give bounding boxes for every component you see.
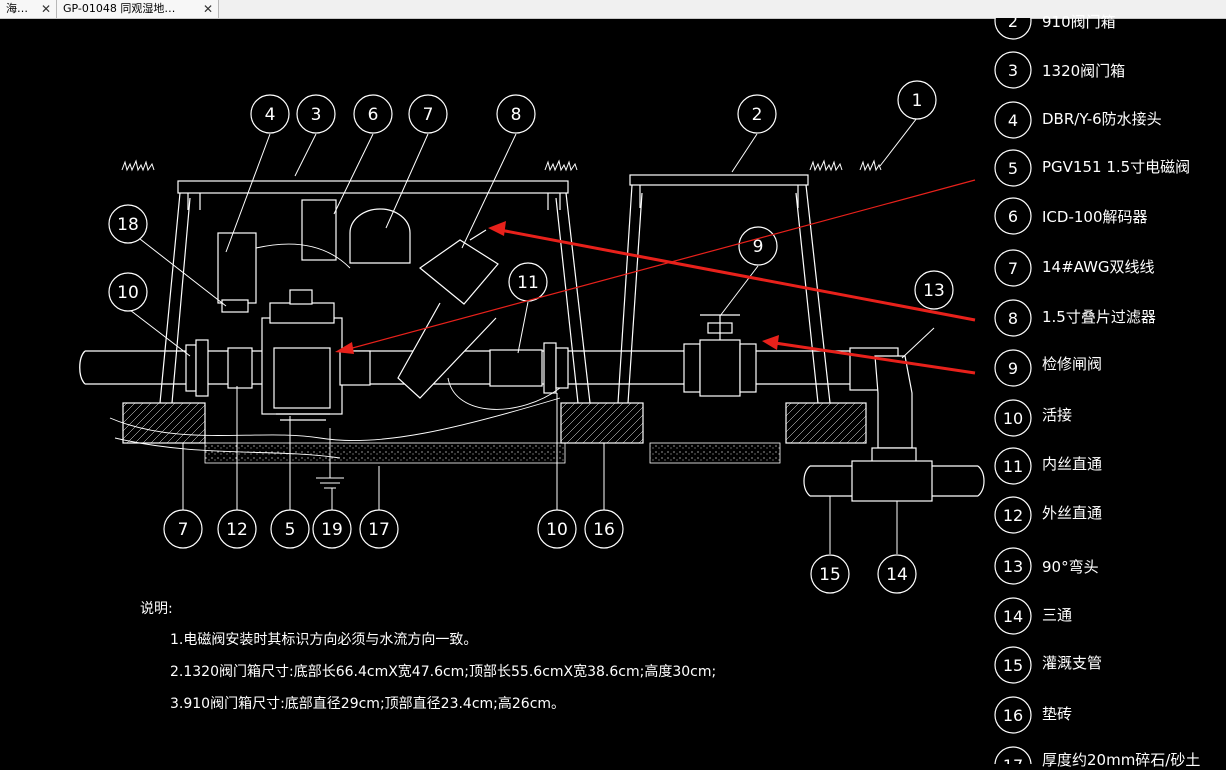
legend-number: 16 <box>1003 706 1023 725</box>
legend-item-text: 内丝直通 <box>1042 455 1103 473</box>
callout-label: 2 <box>752 105 763 125</box>
callout-15 <box>810 554 850 594</box>
callout-label: 14 <box>886 565 908 585</box>
callout-7-top <box>408 94 448 134</box>
note-line-2: 2.1320阀门箱尺寸:底部长66.4cmX宽47.6cm;顶部长55.6cmX… <box>170 664 717 680</box>
valve-box-910 <box>617 174 831 404</box>
callout-label: 6 <box>368 105 379 125</box>
legend-item-text: 垫砖 <box>1042 705 1073 723</box>
legend-item-text: 910阀门箱 <box>1042 13 1116 31</box>
support-bricks <box>122 402 867 444</box>
legend-item-text: 1320阀门箱 <box>1042 62 1126 80</box>
cad-drawing-canvas[interactable]: 4 3 6 7 8 2 1 18 10 11 9 13 7 12 5 19 17… <box>0 13 1226 769</box>
document-tab-bar: 海… ✕ GP-01048 同观湿地… ✕ <box>0 0 1226 19</box>
callout-13 <box>914 270 954 310</box>
tab-label: 海… <box>6 2 28 15</box>
callout-16 <box>584 509 624 549</box>
callout-6 <box>353 94 393 134</box>
legend-number: 8 <box>1008 309 1018 328</box>
pipe-fittings <box>185 339 899 397</box>
elbow-tee-branch <box>803 355 985 502</box>
tab-drawing-2[interactable]: GP-01048 同观湿地… ✕ <box>57 0 219 18</box>
decoder-and-filter <box>217 199 499 399</box>
legend-item-text: DBR/Y-6防水接头 <box>1042 110 1162 128</box>
callout-18 <box>108 204 148 244</box>
callout-label: 8 <box>511 105 522 125</box>
callout-4 <box>250 94 290 134</box>
legend-item-text: 14#AWG双线线 <box>1042 258 1155 276</box>
callout-17 <box>359 509 399 549</box>
legend-item-text: ICD-100解码器 <box>1042 208 1148 226</box>
callout-label: 3 <box>311 105 322 125</box>
callout-2 <box>737 94 777 134</box>
tab-label: GP-01048 同观湿地… <box>63 2 176 15</box>
legend-item-text: 1.5寸叠片过滤器 <box>1042 308 1156 326</box>
callout-label: 13 <box>923 281 945 301</box>
callout-label: 7 <box>423 105 434 125</box>
legend-item-text: 三通 <box>1042 606 1073 624</box>
ground-symbol <box>316 463 344 489</box>
legend-number: 10 <box>1003 409 1023 428</box>
callout-label: 15 <box>819 565 841 585</box>
callout-leaders <box>129 117 935 554</box>
notes-heading: 说明: <box>140 601 173 617</box>
legend-number: 11 <box>1003 457 1023 476</box>
callout-label: 5 <box>285 520 296 540</box>
legend-number: 15 <box>1003 656 1023 675</box>
gravel-layer <box>204 442 781 464</box>
callout-5 <box>270 509 310 549</box>
callout-label: 18 <box>117 215 139 235</box>
callout-7-bottom <box>163 509 203 549</box>
legend-item-text: 90°弯头 <box>1042 558 1099 576</box>
close-icon[interactable]: ✕ <box>40 2 51 16</box>
legend-item-text: 厚度约20mm碎石/砂土 <box>1042 751 1201 769</box>
tab-drawing-1[interactable]: 海… ✕ <box>0 0 57 18</box>
note-line-1: 1.电磁阀安装时其标识方向必须与水流方向一致。 <box>170 632 478 648</box>
legend-number: 12 <box>1003 506 1023 525</box>
legend-item-text: 外丝直通 <box>1042 504 1103 522</box>
legend-item-text: 检修闸阀 <box>1042 355 1103 373</box>
callout-label: 17 <box>368 520 390 540</box>
legend-number: 6 <box>1008 207 1018 226</box>
callout-label: 11 <box>517 273 539 293</box>
callout-label: 12 <box>226 520 248 540</box>
legend-number: 14 <box>1003 607 1023 626</box>
legend-number: 9 <box>1008 359 1018 378</box>
callout-19 <box>312 509 352 549</box>
callout-1 <box>897 80 937 120</box>
callout-8 <box>496 94 536 134</box>
callout-10-left <box>108 272 148 312</box>
close-icon[interactable]: ✕ <box>202 2 213 16</box>
legend-number: 3 <box>1008 61 1018 80</box>
callout-3 <box>296 94 336 134</box>
legend-number: 7 <box>1008 259 1018 278</box>
legend-number: 4 <box>1008 111 1018 130</box>
solenoid-valve <box>261 289 371 421</box>
legend-item-text: 活接 <box>1042 406 1073 424</box>
callout-12 <box>217 509 257 549</box>
callout-label: 9 <box>753 237 764 257</box>
callout-label: 19 <box>321 520 343 540</box>
legend-number: 2 <box>1008 18 1018 31</box>
legend-number: 5 <box>1008 159 1018 178</box>
callout-14 <box>877 554 917 594</box>
annotation-arrows <box>335 179 976 375</box>
valve-installation-drawing: 4 3 6 7 8 2 1 18 10 11 9 13 7 12 5 19 17… <box>79 18 1032 764</box>
valve-box-1320 <box>159 180 591 404</box>
callout-label: 10 <box>117 283 139 303</box>
callout-label: 16 <box>593 520 615 540</box>
callout-label: 4 <box>265 105 276 125</box>
callout-label: 1 <box>912 91 923 111</box>
legend-item-text: PGV151 1.5寸电磁阀 <box>1042 158 1191 176</box>
note-line-3: 3.910阀门箱尺寸:底部直径29cm;顶部直径23.4cm;高26cm。 <box>170 696 566 712</box>
callout-label: 10 <box>546 520 568 540</box>
legend-circles <box>994 18 1032 764</box>
ground-grass <box>121 159 882 172</box>
legend-number: 13 <box>1003 557 1023 576</box>
callout-label: 7 <box>178 520 189 540</box>
legend-item-text: 灌溉支管 <box>1042 654 1103 672</box>
legend-number: 17 <box>1003 756 1023 764</box>
callout-10-right <box>537 509 577 549</box>
gate-valve <box>700 314 740 340</box>
